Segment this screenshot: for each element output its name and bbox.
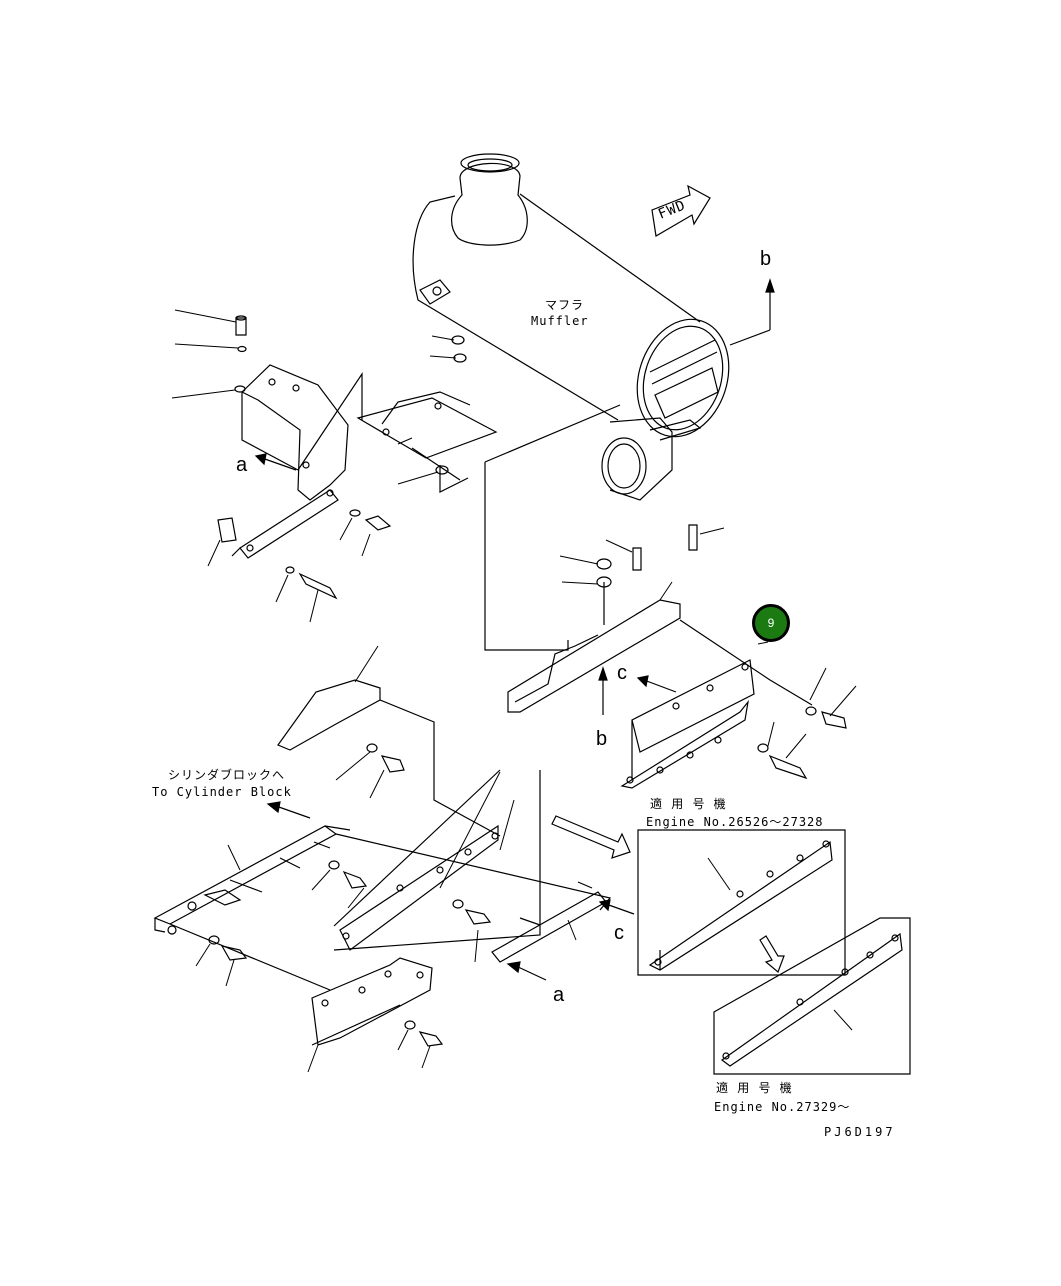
applicability-2-en: Engine No.27329～ [714,1100,851,1114]
center-bar [333,769,541,951]
muffler-label-jp: マフラ [545,298,585,312]
applicability-2-jp: 適 用 号 機 [716,1081,793,1095]
label-a-bottom: a [553,984,565,1006]
right-bar [491,881,607,963]
label-c-mid: c [617,662,627,684]
label-b-bottom: b [596,728,608,750]
muffler [412,153,730,501]
callout-9-button[interactable]: 9 [752,604,790,642]
drawing-code: PJ6D197 [824,1125,896,1139]
label-a-left: a [236,454,248,476]
leader-lines [171,309,857,1073]
muffler-label-en: Muffler [531,314,589,328]
fwd-arrow [651,184,711,237]
label-b-top: b [760,248,772,270]
center-plate [356,391,498,459]
support-frame [153,825,612,991]
cylinder-label-en: To Cylinder Block [152,785,292,799]
label-c-bottom: c [614,922,624,944]
applicability-1-jp: 適 用 号 機 [650,797,727,811]
lower-bracket-bottom [311,957,433,1046]
variant-box-2 [713,917,911,1075]
cylinder-label-jp: シリンダブロックへ [168,768,286,782]
callout-9-number: 9 [767,616,775,630]
applicability-1-en: Engine No.26526～27328 [646,815,824,829]
lower-bracket-left [277,679,501,837]
bracket-9 [620,659,755,789]
variant-box-1 [637,829,846,976]
left-bracket [231,364,363,559]
